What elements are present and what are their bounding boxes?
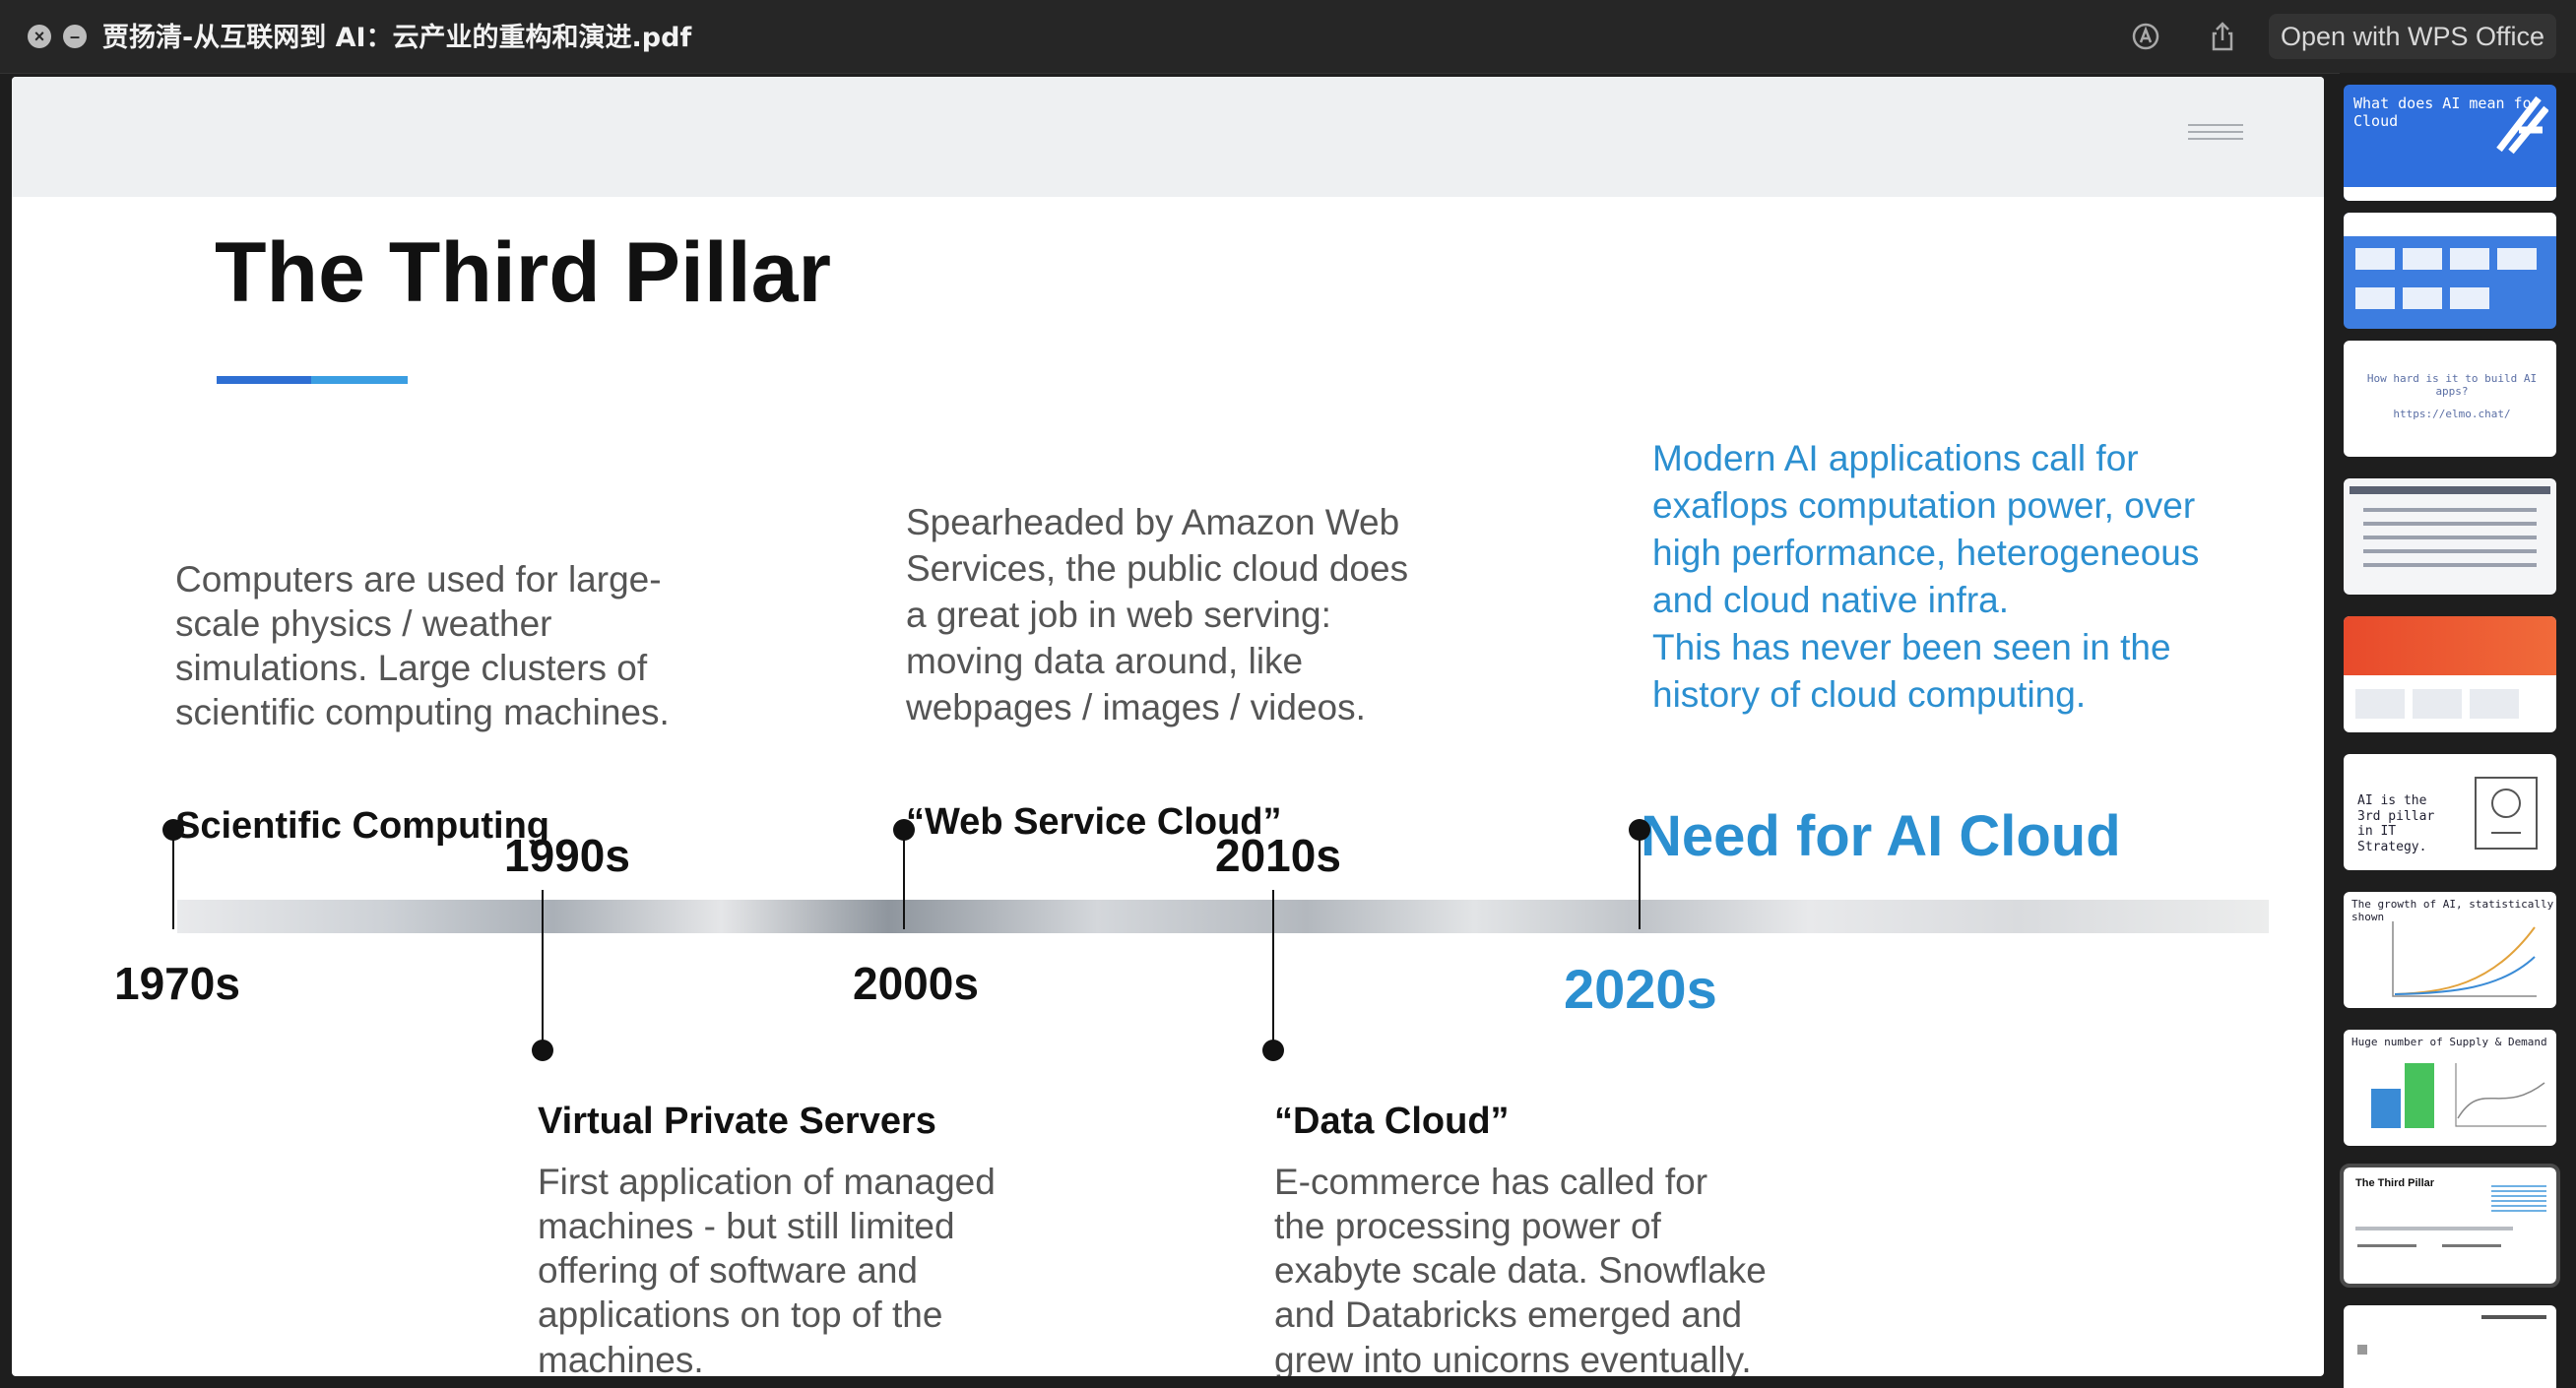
open-with-wps-button[interactable]: Open with WPS Office: [2269, 14, 2556, 59]
year-2000s: 2000s: [853, 958, 979, 1009]
pin-1970s-dot: [162, 819, 184, 841]
pin-1990s-dot: [532, 1040, 553, 1061]
pin-2010s-line: [1272, 890, 1274, 1053]
desc-data-cloud: E-commerce has called for the processing…: [1274, 1162, 1767, 1376]
close-icon[interactable]: ×: [28, 25, 51, 48]
desc-web-service-cloud: Spearheaded by Amazon Web Services, the …: [906, 502, 1409, 727]
year-1990s: 1990s: [504, 830, 630, 881]
thumbnail-1[interactable]: What does AI mean for Cloud: [2344, 85, 2556, 201]
desc-virtual-private-servers: First application of managed machines - …: [538, 1162, 996, 1376]
thumbnail-9[interactable]: The Third Pillar: [2340, 1164, 2560, 1288]
pin-2020s-dot: [1629, 819, 1650, 841]
slide-viewer: The Third Pillar Computers are used for …: [12, 77, 2324, 1376]
thumbnail-3[interactable]: How hard is it to build AI apps? https:/…: [2344, 341, 2556, 457]
title-underline: [217, 376, 408, 384]
year-2020s: 2020s: [1564, 958, 1717, 1020]
year-1970s: 1970s: [114, 958, 240, 1009]
pin-1970s-line: [172, 833, 174, 929]
pin-2010s-dot: [1262, 1040, 1284, 1061]
label-web-service-cloud: “Web Service Cloud”: [906, 801, 1282, 843]
pin-1990s-line: [542, 890, 544, 1053]
slide-header: [12, 77, 2324, 197]
pin-2000s-line: [903, 833, 905, 929]
label-need-for-ai-cloud: Need for AI Cloud: [1641, 804, 2121, 868]
slide-title: The Third Pillar: [215, 225, 831, 320]
thumbnail-5[interactable]: [2344, 616, 2556, 732]
markup-icon[interactable]: [2129, 20, 2162, 53]
thumbnail-10[interactable]: [2344, 1305, 2556, 1388]
desc-ai-cloud: Modern AI applications call for exaflops…: [1652, 438, 2200, 716]
thumbnail-2[interactable]: [2344, 213, 2556, 329]
thumbnail-7[interactable]: The growth of AI, statistically shown: [2344, 892, 2556, 1008]
minimize-icon[interactable]: –: [63, 25, 87, 48]
menu-icon: [2188, 124, 2243, 146]
year-2010s: 2010s: [1215, 830, 1341, 881]
share-icon[interactable]: [2206, 20, 2239, 53]
label-scientific-computing: Scientific Computing: [175, 805, 549, 847]
label-data-cloud: “Data Cloud”: [1274, 1101, 1510, 1142]
window-title: 贾扬清-从互联网到 AI：云产业的重构和演进.pdf: [102, 23, 692, 53]
thumbnail-6[interactable]: AI is the 3rd pillar in IT Strategy.: [2344, 754, 2556, 870]
thumbnail-sidebar: What does AI mean for Cloud How hard is …: [2340, 73, 2576, 1388]
timeline-band: [177, 900, 2269, 933]
pin-2020s-line: [1639, 833, 1641, 929]
label-virtual-private-servers: Virtual Private Servers: [538, 1101, 936, 1142]
thumbnail-4[interactable]: [2344, 478, 2556, 595]
desc-scientific-computing: Computers are used for large- scale phys…: [175, 559, 670, 733]
thumbnail-8[interactable]: Huge number of Supply & Demand: [2344, 1030, 2556, 1146]
pin-2000s-dot: [893, 819, 915, 841]
title-bar: × – 贾扬清-从互联网到 AI：云产业的重构和演进.pdf Open with…: [0, 0, 2576, 74]
